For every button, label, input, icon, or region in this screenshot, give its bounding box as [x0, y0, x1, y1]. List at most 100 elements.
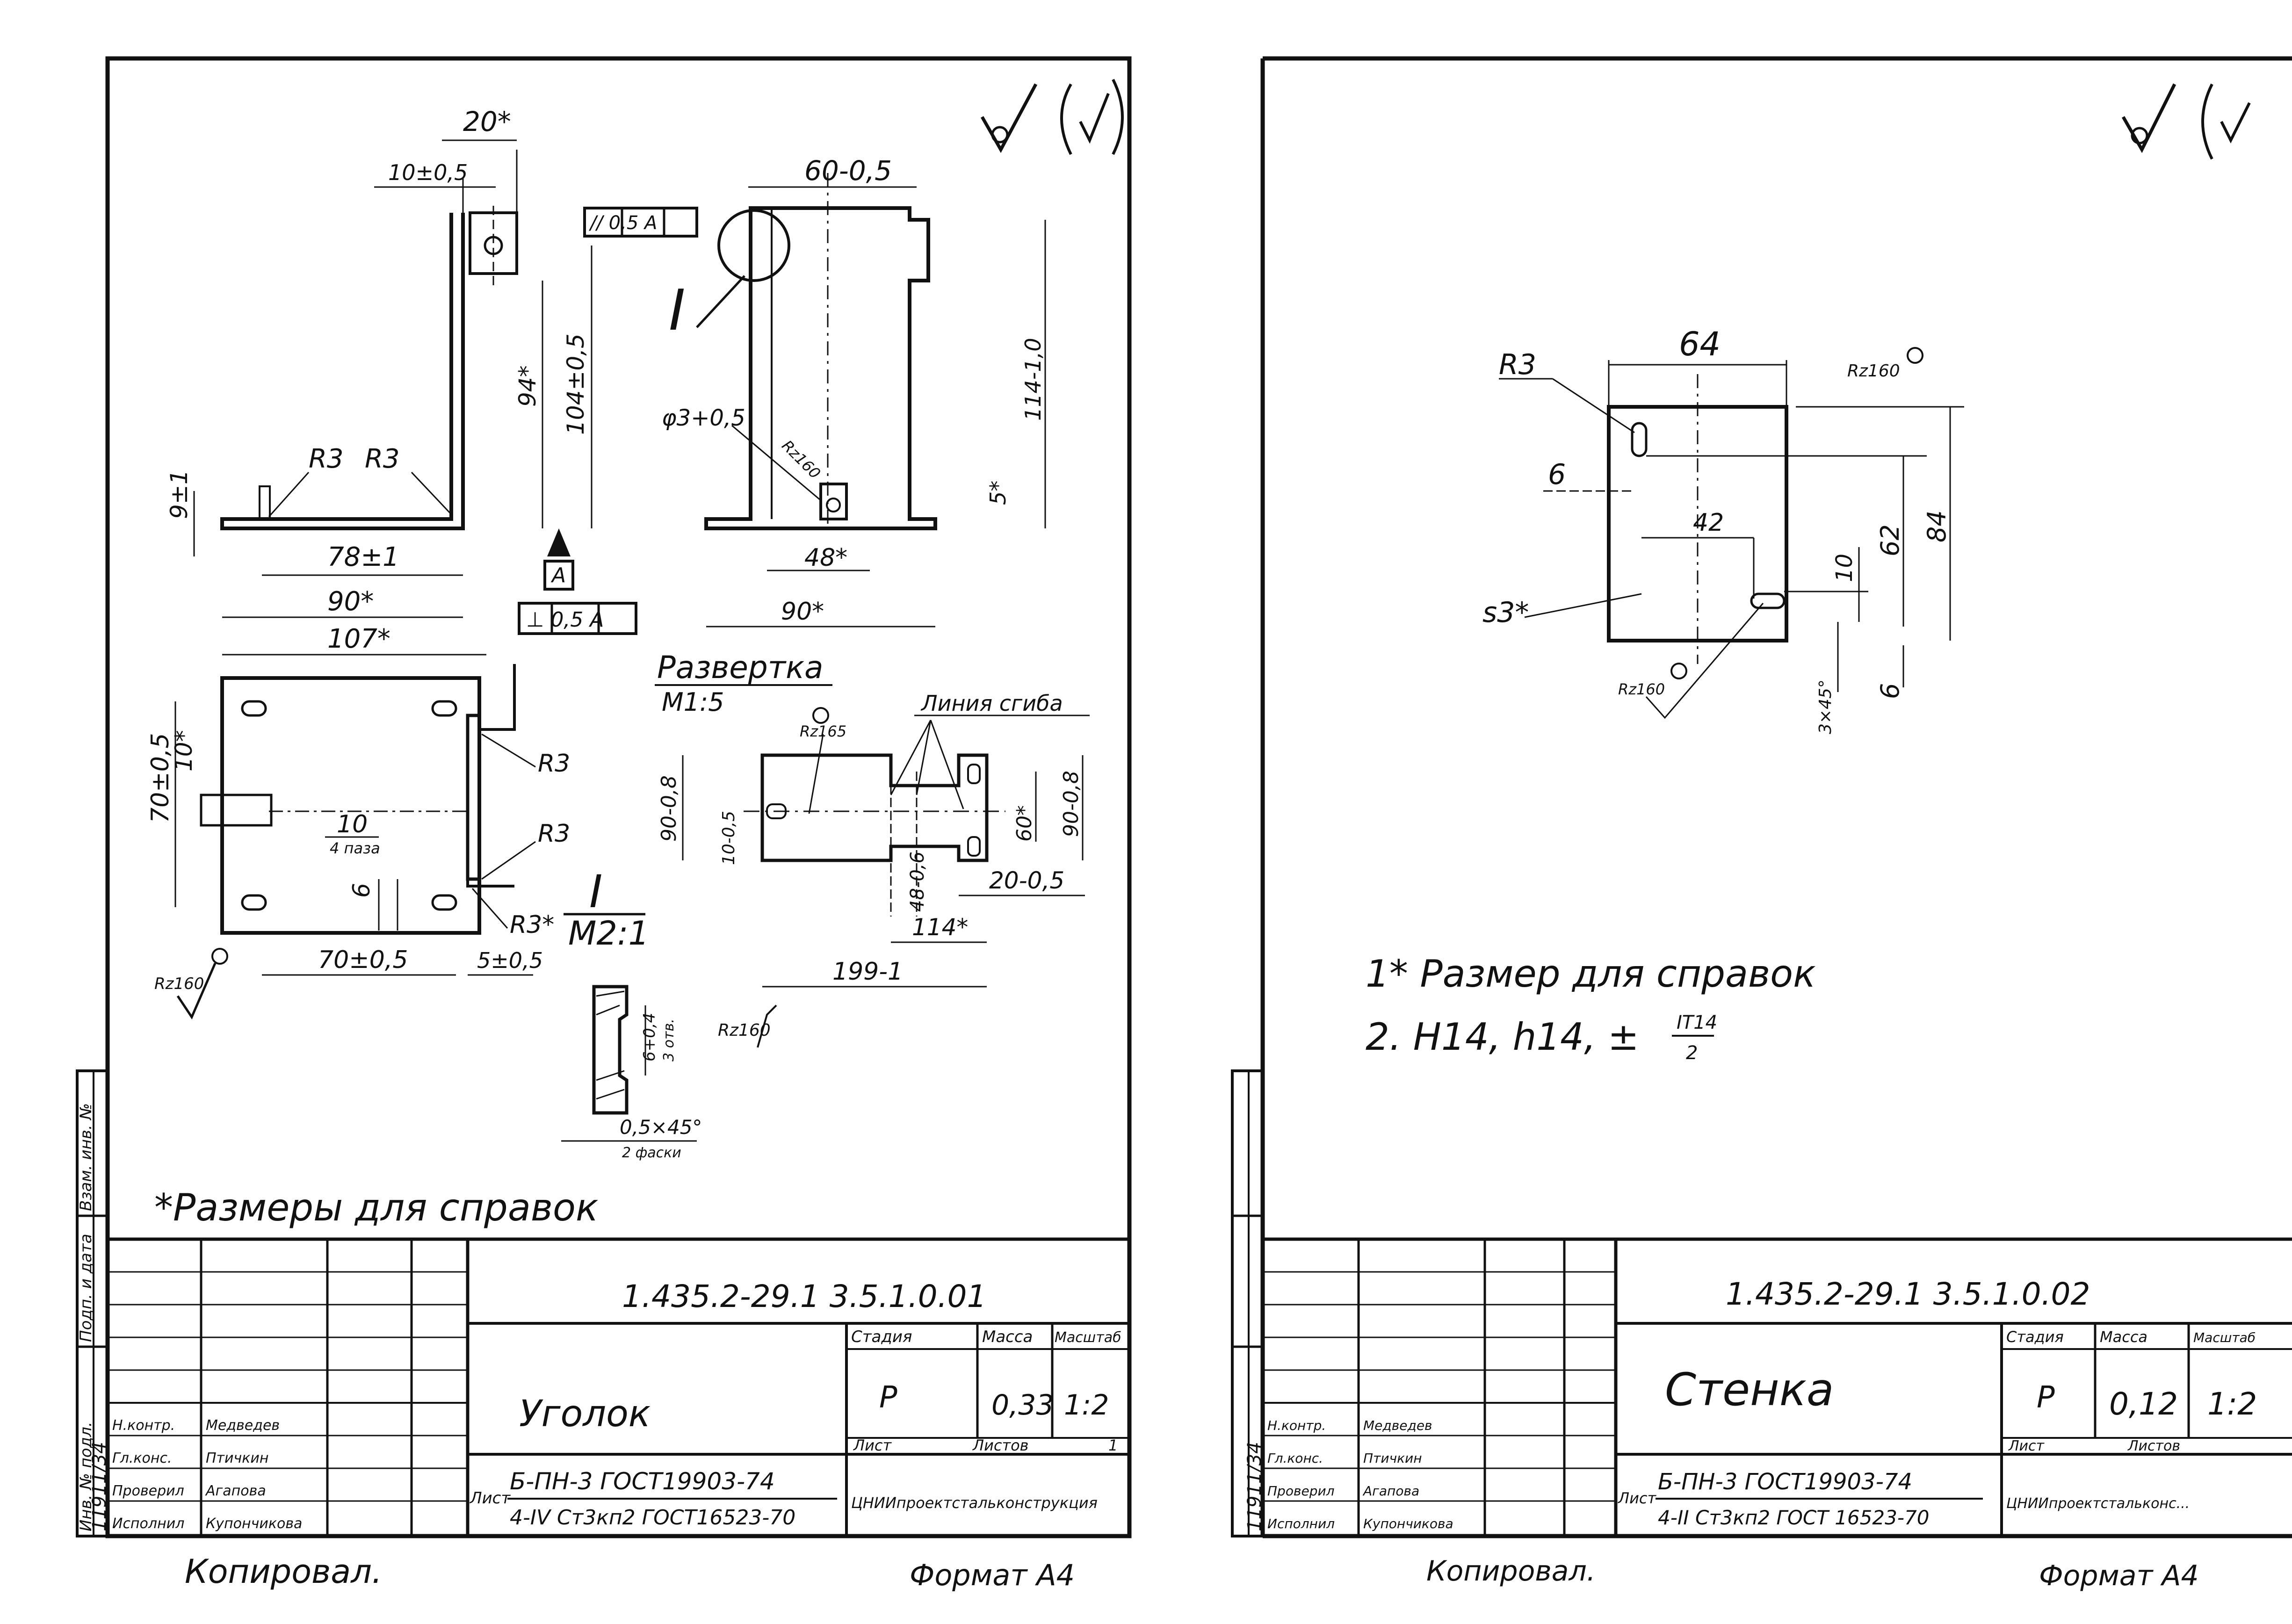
- dim-r3b: R3: [365, 444, 400, 474]
- dim-70v: 70±0,5: [146, 733, 174, 823]
- section-mark-2: I: [589, 866, 602, 918]
- sig-role-4: Исполнил: [112, 1516, 184, 1532]
- dim-6: 6: [348, 883, 375, 898]
- dim-4-slots: 4 паза: [330, 839, 380, 857]
- mass-header: Масса: [982, 1328, 1033, 1346]
- material-line-1: Б-ПН-3 ГОСТ19903-74: [510, 1468, 775, 1495]
- angle-top-view: 107* 70±0,5 10* 10 4 паза 6 70±0,5 5±0,5…: [146, 624, 649, 1020]
- dim-3-holes: 3 отв.: [661, 1018, 677, 1061]
- sig-name-1: Медведев: [206, 1417, 280, 1434]
- sheet-2-designation: 1.435.2-29.1 3.5.1.0.02: [1726, 1276, 2090, 1312]
- scale-value: 1:2: [1064, 1389, 1109, 1422]
- development-title: Развертка: [657, 650, 824, 686]
- s2-material-prefix: Лист: [1618, 1489, 1656, 1507]
- sheets-label: Листов: [972, 1436, 1029, 1454]
- dim-94: 94*: [514, 365, 541, 407]
- sheet-1-side-stamp: [76, 1069, 109, 1537]
- dim-r3e: R3*: [510, 911, 554, 939]
- note-2: 2. Н14, h14, ±: [1366, 1015, 1639, 1059]
- material-prefix: Лист: [469, 1489, 511, 1508]
- dim-70h: 70±0,5: [318, 946, 408, 974]
- dim-9: 9±1: [166, 469, 193, 519]
- dim-60b: 60*: [1012, 805, 1036, 842]
- s2-sig-name-4: Купончикова: [1363, 1516, 1453, 1531]
- dim-6a: 6: [1548, 458, 1566, 491]
- dim-114: 114-1,0: [1020, 338, 1046, 421]
- s2-copied-label: Копировал.: [1426, 1555, 1596, 1588]
- s2-sheets-label: Листов: [2127, 1438, 2180, 1454]
- side-value-s2: 11911/34: [1244, 1442, 1265, 1531]
- sig-name-4: Купончикова: [206, 1516, 302, 1532]
- note-2-frac-top: IT14: [1677, 1012, 1717, 1033]
- stage-header: Стадия: [851, 1328, 912, 1346]
- side-label-1: Взам. инв. №: [77, 1103, 95, 1211]
- side-label-3: Инв. № подл.: [77, 1422, 95, 1531]
- dim-phi3: φ3+0,5: [662, 405, 745, 431]
- s2-stage-header: Стадия: [2006, 1328, 2064, 1346]
- note-2-frac-bot: 2: [1686, 1042, 1698, 1064]
- s2-material-line-2: 4-II Ст3кп2 ГОСТ 16523-70: [1658, 1506, 1929, 1529]
- dim-s3: s3*: [1482, 596, 1529, 629]
- dim-r3: R3: [1499, 348, 1536, 381]
- s2-sig-role-3: Проверил: [1267, 1483, 1335, 1499]
- s2-sig-name-3: Агапова: [1362, 1483, 1419, 1499]
- dim-20b: 20-0,5: [989, 867, 1064, 894]
- section-mark: I: [669, 278, 685, 343]
- s2-sig-role-1: Н.контр.: [1267, 1418, 1326, 1433]
- dim-6b: 6+0,4: [640, 1013, 659, 1061]
- sheet-1-title: Уголок: [519, 1393, 651, 1435]
- sheet-2-title-block: Н.контр. Гл.конс. Проверил Исполнил Медв…: [1263, 1237, 2292, 1536]
- roughness-mark-1: [980, 79, 1124, 155]
- dim-104: 104±0,5: [562, 333, 589, 435]
- dim-10h: 10: [337, 810, 368, 838]
- dim-5: 5*: [985, 481, 1011, 505]
- rz160-top: Rz160: [154, 974, 204, 993]
- rz160-top-2: Rz160: [1847, 361, 1900, 381]
- dim-42: 42: [1693, 509, 1724, 537]
- dim-199: 199-1: [832, 958, 903, 986]
- rz160-bottom-2: Rz160: [1618, 680, 1665, 698]
- dim-90: 90*: [327, 586, 374, 617]
- sheet-2-notes: 1* Размер для справок 2. Н14, h14, ± IT1…: [1366, 952, 1815, 1064]
- rz160-side: Rz160: [778, 437, 824, 483]
- sheet-1: Взам. инв. № Подп. и дата Инв. № подл. 1…: [76, 56, 1132, 1592]
- dim-5-05: 5±0,5: [477, 948, 543, 973]
- dim-10: 10: [1831, 554, 1858, 582]
- roughness-mark-2: [2121, 83, 2251, 160]
- format-label: Формат А4: [910, 1558, 1075, 1592]
- sig-role-3: Проверил: [112, 1483, 184, 1499]
- sheet-label: Лист: [853, 1436, 892, 1454]
- dim-114b: 114*: [912, 914, 968, 941]
- dim-10c: 10-0,5: [719, 811, 738, 865]
- dim-48: 48*: [804, 544, 847, 572]
- mass-value: 0,33: [991, 1389, 1054, 1422]
- datum-a: A: [550, 563, 566, 587]
- dim-64: 64: [1679, 325, 1721, 363]
- development-scale: М1:5: [662, 687, 724, 717]
- development-view: Развертка М1:5 Линия сгиба Rz165 90-0,8 …: [655, 650, 1090, 988]
- dim-chamfer-2: 3×45°: [1816, 679, 1835, 734]
- detail-scale: М2:1: [568, 914, 649, 953]
- s2-organization: ЦНИИпроектстальконс...: [2006, 1495, 2190, 1512]
- s2-material-line-1: Б-ПН-3 ГОСТ19903-74: [1658, 1469, 1912, 1495]
- dim-107: 107*: [327, 624, 390, 654]
- dim-90a: 90-0,8: [657, 775, 681, 842]
- dim-84: 84: [1922, 510, 1952, 542]
- sheet-1-title-block: Н.контр. Гл.конс. Проверил Исполнил Медв…: [108, 1237, 1129, 1536]
- s2-sheet-label: Лист: [2008, 1438, 2045, 1454]
- s2-sig-role-2: Гл.конс.: [1267, 1451, 1323, 1466]
- dim-60: 60-0,5: [804, 155, 892, 187]
- stage-value: Р: [879, 1380, 897, 1415]
- organization: ЦНИИпроектстальконструкция: [851, 1494, 1098, 1512]
- sig-role-2: Гл.конс.: [112, 1450, 172, 1466]
- sheet-2-side-stamp: [1231, 1069, 1264, 1537]
- dim-r3d: R3: [538, 820, 570, 848]
- dim-90b: 90*: [781, 598, 824, 626]
- dim-90c: 90-0,8: [1059, 771, 1083, 837]
- dim-10: 10±0,5: [388, 160, 468, 185]
- chamfer-count: 2 фаски: [622, 1145, 681, 1161]
- s2-stage-value: Р: [2037, 1380, 2055, 1415]
- dim-48b: 48-0,6: [907, 852, 928, 912]
- sheet-2-title: Стенка: [1665, 1364, 1834, 1416]
